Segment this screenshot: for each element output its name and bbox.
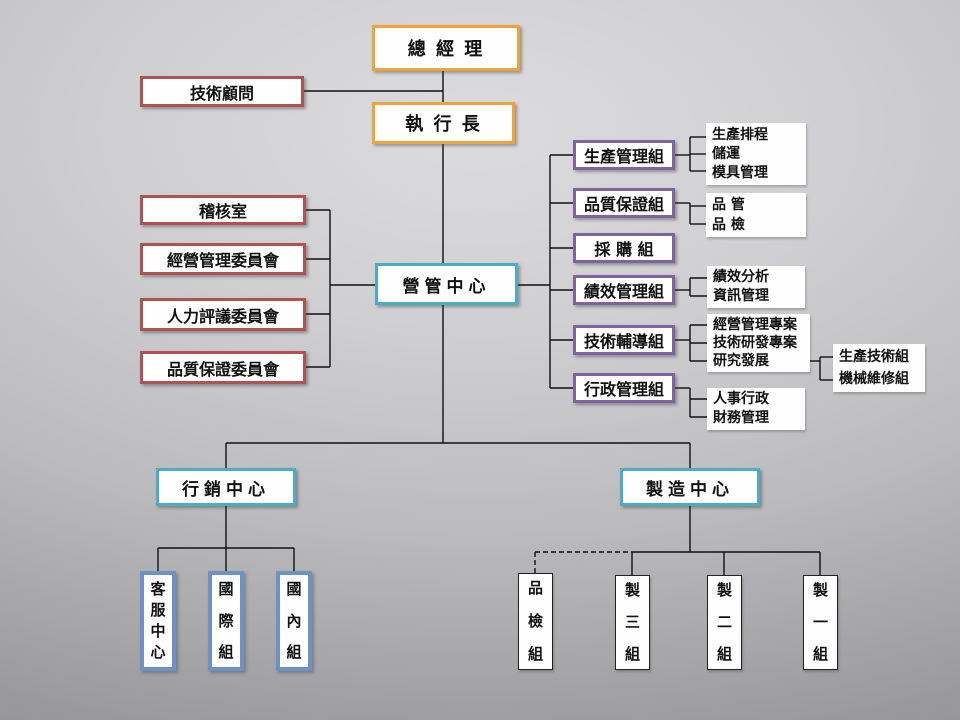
node-label: 經營管理委員會 [166, 251, 279, 270]
node-label: 製造中心 [646, 479, 734, 500]
node-mfg-group-2: 製二組 [707, 575, 742, 670]
node-admin-mgmt-group: 行政管理組 [573, 373, 675, 403]
node-marketing-center: 行銷中心 [156, 468, 296, 506]
node-mfg-group-1: 製一組 [803, 575, 838, 670]
node-label: 技術顧問 [189, 83, 254, 103]
node-production-mgmt-group: 生產管理組 [573, 140, 675, 170]
detail-rd-sub-groups: 生產技術組 機械維修組 [833, 344, 925, 392]
node-label: 執 行 長 [405, 114, 482, 135]
detail-line: 研究發展 [713, 352, 769, 369]
node-general-manager: 總 經 理 [372, 25, 520, 71]
node-label: 技術輔導組 [583, 332, 664, 351]
node-label: 品質保證委員會 [166, 359, 279, 379]
node-label: 採 購 組 [594, 240, 654, 259]
node-domestic-group: 國內組 [276, 571, 312, 671]
detail-production-functions: 生產排程 儲運 模具管理 [706, 123, 806, 185]
detail-line: 儲運 [712, 145, 740, 162]
node-mfg-group-3: 製三組 [615, 575, 650, 670]
node-quality-inspection-group: 品檢組 [518, 573, 553, 670]
node-purchasing-group: 採 購 組 [573, 233, 675, 263]
detail-line: 機械維修組 [839, 370, 909, 387]
node-label: 品質保證組 [583, 195, 664, 214]
node-ceo: 執 行 長 [372, 102, 515, 144]
detail-line: 生產技術組 [839, 348, 909, 365]
detail-line: 經營管理專案 [713, 316, 797, 333]
detail-performance-functions: 績效分析 資訊管理 [707, 266, 805, 308]
node-label: 績效管理組 [583, 282, 664, 301]
node-mgmt-committee: 經營管理委員會 [140, 243, 306, 275]
node-technical-guidance-group: 技術輔導組 [573, 325, 675, 355]
node-international-group: 國際組 [208, 571, 244, 671]
node-hr-committee: 人力評議委員會 [140, 298, 306, 331]
node-qa-committee: 品質保證委員會 [140, 351, 306, 384]
detail-admin-functions: 人事行政 財務管理 [707, 388, 805, 430]
node-audit-office: 稽核室 [140, 195, 306, 225]
node-ops-center: 營管中心 [375, 263, 518, 305]
node-label: 營管中心 [402, 276, 491, 297]
node-label: 行銷中心 [182, 479, 270, 500]
detail-line: 資訊管理 [713, 288, 769, 305]
node-tech-advisor: 技術顧問 [140, 76, 304, 107]
detail-line: 技術研發專案 [713, 334, 797, 351]
node-label: 總 經 理 [407, 39, 485, 60]
node-label: 行政管理組 [583, 380, 664, 399]
node-performance-mgmt-group: 績效管理組 [573, 275, 675, 305]
node-quality-assurance-group: 品質保證組 [573, 188, 675, 218]
node-label: 生產管理組 [583, 147, 664, 166]
detail-line: 生產排程 [712, 126, 768, 143]
detail-line: 品 檢 [712, 216, 745, 233]
detail-line: 品 管 [712, 196, 745, 213]
detail-technical-functions: 經營管理專案 技術研發專案 研究發展 [707, 314, 810, 372]
node-customer-service-center: 客服中心 [140, 571, 176, 671]
node-label: 稽核室 [198, 202, 247, 221]
detail-line: 財務管理 [713, 410, 769, 427]
detail-line: 人事行政 [713, 391, 769, 408]
node-mfg-center: 製造中心 [620, 468, 760, 506]
detail-line: 績效分析 [713, 269, 769, 286]
node-label: 人力評議委員會 [166, 306, 279, 326]
detail-qa-functions: 品 管 品 檢 [706, 193, 806, 237]
detail-line: 模具管理 [712, 165, 768, 182]
